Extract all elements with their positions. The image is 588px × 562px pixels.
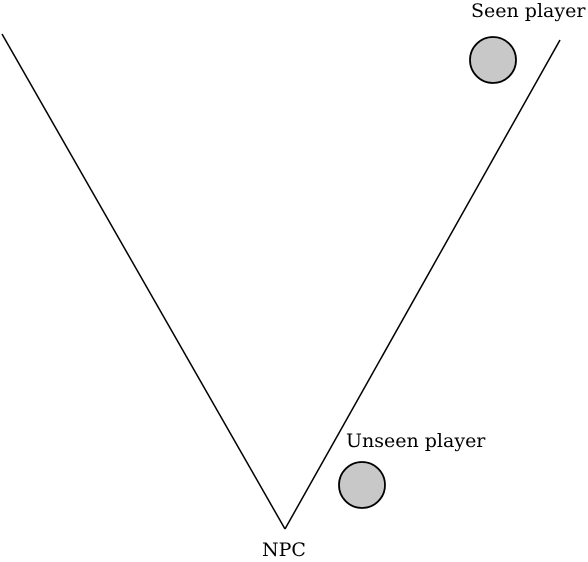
cone-left-edge <box>1 33 286 530</box>
npc-label: NPC <box>262 539 306 561</box>
unseen-player-label: Unseen player <box>346 430 486 452</box>
seen-player-marker <box>469 36 517 84</box>
cone-right-edge <box>284 39 561 530</box>
seen-player-label: Seen player <box>471 0 586 22</box>
unseen-player-marker <box>338 461 386 509</box>
